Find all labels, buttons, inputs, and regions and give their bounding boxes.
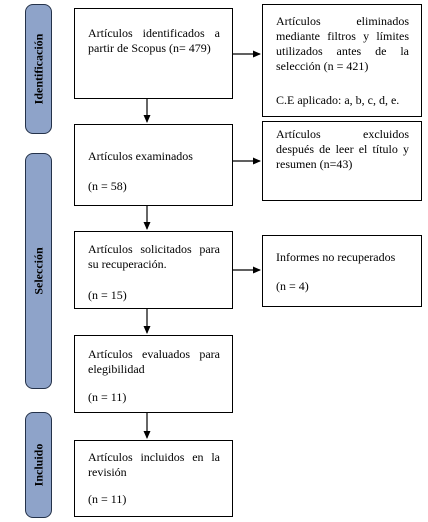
articulos-eliminados-text: Artículos eliminados mediante filtros y …: [276, 14, 409, 73]
box-articulos-evaluados: Artículos evaluados para elegibilidad (n…: [74, 335, 233, 413]
articulos-solicitados-text: Artículos solicitados para su recuperaci…: [88, 242, 220, 271]
phase-identificacion: Identificación: [25, 4, 52, 134]
box-articulos-solicitados: Artículos solicitados para su recuperaci…: [74, 231, 233, 309]
articulos-examinados-count: (n = 58): [88, 179, 127, 193]
box-articulos-examinados: Artículos examinados (n = 58): [74, 124, 233, 206]
articulos-solicitados-count: (n = 15): [88, 288, 127, 302]
articulos-evaluados-count: (n = 11): [88, 390, 127, 404]
box-articulos-incluidos: Artículos incluidos en la revisión (n = …: [74, 440, 233, 517]
box-informes-no-recuperados: Informes no recuperados (n = 4): [262, 235, 422, 307]
phase-seleccion: Selección: [25, 153, 52, 389]
box-articulos-excluidos: Artículos excluidos después de leer el t…: [262, 121, 422, 201]
articulos-identificados-text: Artículos identificados a partir de Scop…: [88, 26, 220, 55]
articulos-evaluados-text: Artículos evaluados para elegibilidad: [88, 347, 220, 376]
box-articulos-identificados: Artículos identificados a partir de Scop…: [74, 8, 233, 99]
articulos-examinados-text: Artículos examinados: [88, 149, 193, 163]
box-articulos-eliminados: Artículos eliminados mediante filtros y …: [262, 4, 422, 117]
articulos-incluidos-count: (n = 11): [88, 492, 127, 506]
informes-no-recuperados-count: (n = 4): [276, 279, 309, 293]
articulos-excluidos-text: Artículos excluidos después de leer el t…: [276, 127, 409, 171]
articulos-eliminados-criteria: C.E aplicado: a, b, c, d, e.: [276, 93, 400, 107]
phase-incluido: Incluido: [25, 412, 52, 518]
informes-no-recuperados-text: Informes no recuperados: [276, 250, 396, 264]
articulos-incluidos-text: Artículos incluidos en la revisión: [88, 450, 220, 479]
